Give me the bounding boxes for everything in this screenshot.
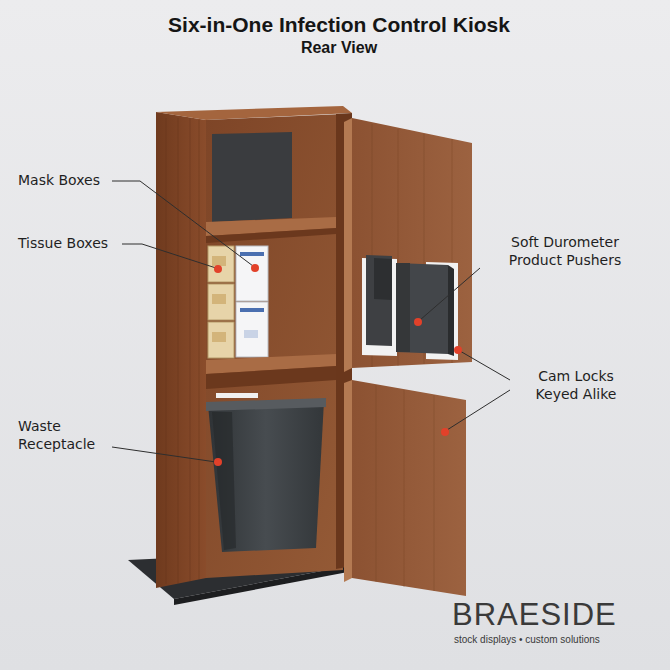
- upper-door: [352, 118, 472, 368]
- shelf-edge: [206, 366, 336, 389]
- bin-rim: [206, 398, 326, 411]
- bin-shadow: [212, 412, 236, 550]
- lower-door: [352, 380, 466, 596]
- brand-tagline: stock displays • custom solutions: [454, 634, 654, 647]
- mask-boxes: [236, 246, 268, 357]
- wood-grain: [376, 385, 434, 591]
- callout-label: Cam Locks Keyed Alike: [515, 368, 637, 403]
- diagram-title: Six-in-One Infection Control Kiosk: [4, 12, 670, 38]
- wood-grain: [166, 118, 199, 584]
- callout-dots: [214, 264, 462, 466]
- door-edge: [344, 118, 352, 372]
- callout-label: Tissue Boxes: [18, 235, 128, 253]
- callout-label: Mask Boxes: [18, 172, 128, 190]
- side-panel: [156, 112, 206, 588]
- waste-slot: [216, 393, 258, 398]
- subtitle: Rear View: [4, 38, 670, 58]
- brand-logo: BRAESIDE: [452, 596, 642, 635]
- waste-bin: [208, 401, 324, 552]
- door-edge: [344, 380, 352, 582]
- callout-label: Soft Durometer Product Pushers: [485, 234, 645, 269]
- leader-lines: [112, 181, 510, 462]
- callout-label: Waste Receptacle: [18, 418, 128, 453]
- shelf-edge: [206, 228, 336, 243]
- tissue-boxes: [208, 246, 234, 358]
- product-pushers: [362, 255, 458, 360]
- mirror-panel: [212, 132, 292, 222]
- back-wall: [206, 114, 343, 578]
